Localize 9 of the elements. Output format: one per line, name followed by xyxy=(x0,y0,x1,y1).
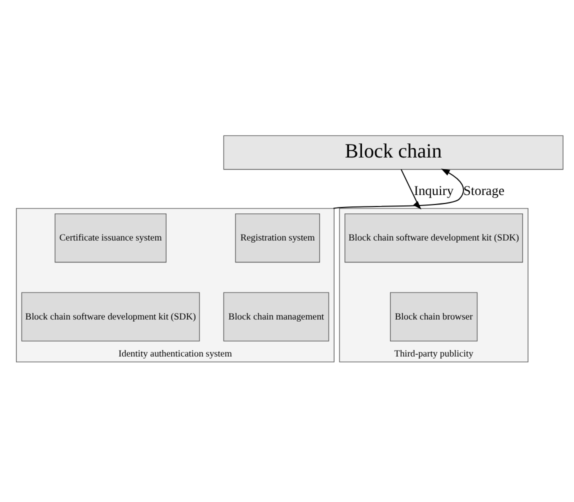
node-box: Block chain management xyxy=(223,292,330,341)
edge-label: Inquiry xyxy=(414,182,454,198)
node-box: Block chain xyxy=(223,134,564,170)
node-box: Block chain software development kit (SDK) xyxy=(344,212,523,262)
edge-label: Storage xyxy=(463,182,504,198)
node-box: Certificate issuance system xyxy=(54,212,166,262)
node-box: Block chain software development kit (SDK) xyxy=(21,292,200,341)
node-box: Registration system xyxy=(235,212,320,262)
node-box: Block chain browser xyxy=(390,292,478,341)
